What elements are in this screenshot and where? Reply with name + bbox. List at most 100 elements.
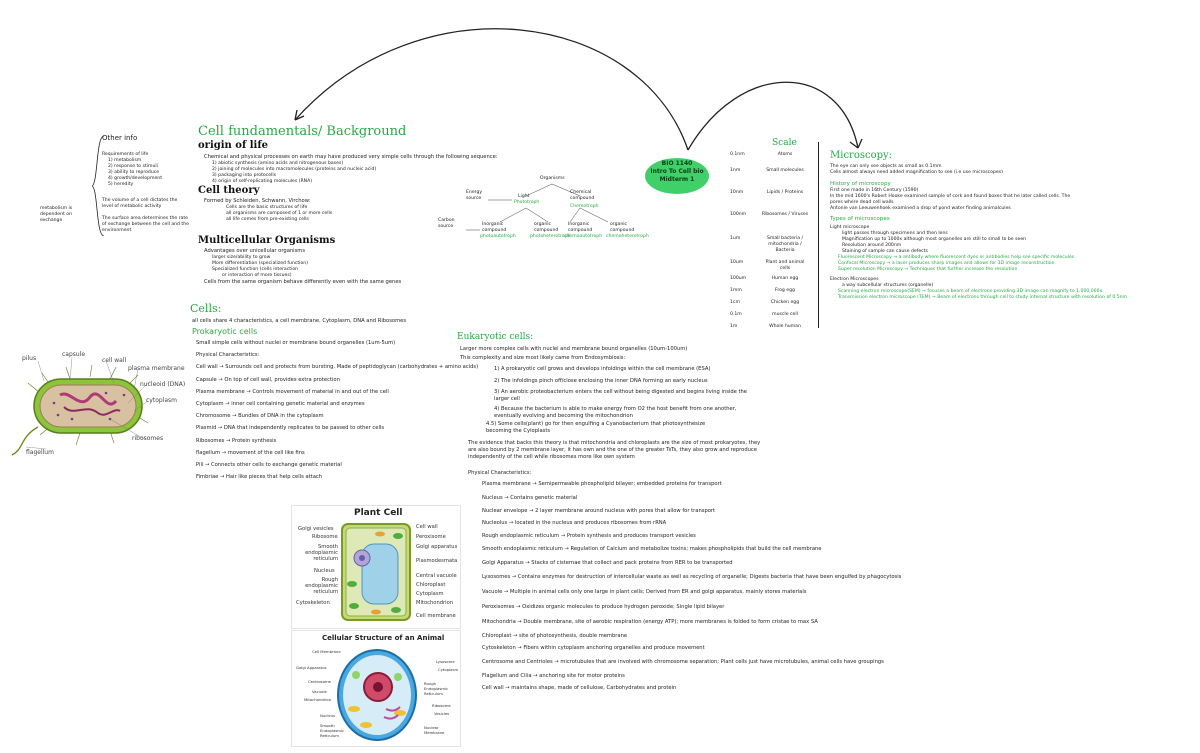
organisms-diagram: Organisms Energy source Carbon source Li… [430,170,660,250]
prok-line: Cell wall → Surrounds cell and protects … [196,364,479,371]
bacteria-illustration [11,356,151,456]
prok-line: Cytoplasm → inner cell containing geneti… [196,401,365,408]
plant-label: Plasmodesmata [416,558,458,564]
leaf-bottom: chemoautotroph [564,234,603,239]
microscopy-heading: Microscopy: [830,150,893,161]
eukaryotic-heading: Eukaryotic cells: [457,332,534,342]
chemical-sub: Chemotroph [570,204,599,209]
euk-line: This complexity and size most likely cam… [460,355,626,361]
multicellular-heading: Multicellular Organisms [198,235,336,246]
plant-label: Rough endoplasmic reticulum [305,577,338,595]
volume-note: The volume of a cell dictates the level … [102,198,178,209]
other-info-item: 4) growth/development [108,176,163,181]
other-info-section: Other info Requirements of life 1) metab… [40,130,190,240]
plant-label: Chloroplast [416,582,446,588]
organelle-line: Nucleus → Contains genetic material [482,495,578,501]
scale-size: 1m [730,324,738,329]
organelle-line: Flagellum and Cilia → anchoring site for… [482,672,625,679]
multi-line: Advantages over unicellular organisms [204,248,306,254]
multi-line: or interaction of more tissues) [222,273,292,278]
organelle-line: Cell wall → maintains shape, made of cel… [482,685,677,691]
title-line-2: Intro To Cell bio [650,168,704,175]
plant-cell-figure: Plant Cell Golgi vesicles Ribosome Smoot… [291,505,461,629]
multi-line: More differentiation (specialized functi… [212,261,308,266]
plant-cell-title: Plant Cell [354,508,403,518]
organelle-line: Centrosome and Centrioles → microtubules… [482,658,884,665]
plant-cell-illustration [341,523,411,621]
prok-line: Small simple cells without nuclei or mem… [196,340,396,346]
animal-label: Mitochondrion [304,697,332,702]
bacteria-label-plasma-membrane: plasma membrane [128,365,185,372]
animal-cell-illustration [337,649,417,741]
scale-item: Chicken egg [770,300,800,305]
other-info-item: 3) ability to reproduce [108,170,160,175]
plant-label: Smooth endoplasmic reticulum [305,544,338,562]
cells-heading: Cells: [190,302,222,315]
euk-line: Larger more complex cells with nuclei an… [460,346,688,352]
theory-line: all life comes from pre-existing cells [226,217,309,222]
bacteria-label-cytoplasm: cytoplasm [146,397,177,404]
light-sub: Phototroph [514,200,540,205]
animal-label: Lysosome [436,659,455,664]
animal-label: Cytoplasm [438,667,459,672]
types-line: Confocal Microscopy → a laser produces s… [838,261,1055,266]
plant-label: Peroxisome [416,534,446,540]
organelle-line: Peroxisomes → Oxidizes organic molecules… [482,603,725,610]
leaf-top: Inorganic compound [568,222,593,233]
side-note: metabolism is dependent on exchange [40,206,73,223]
animal-label: Smooth Endoplasmic Reticulum [320,723,345,738]
title-line-1: BIO 1140 [661,160,693,167]
plant-label: Mitochondrion [416,600,454,606]
types-line: Resolution around 200nm [842,243,902,248]
scale-item: Plant and animal cells [765,260,805,271]
types-line: Light microscope [830,225,870,230]
surface-note: The surface area determines the rate of … [102,216,189,233]
theory-line: Formed by Schleiden, Schwann, Virchow: [204,198,311,204]
scale-size: 0.1nm [730,152,745,157]
bacteria-label-flagellum: flagellum [26,449,54,456]
organelle-list: Plasma membrane → Semipermeable phosphol… [482,477,901,695]
plant-label: Golgi vesicles [298,526,334,532]
prokaryotic-heading: Prokaryotic cells [192,327,258,336]
organelle-line: Mitochondria → Double membrane, site of … [482,618,818,625]
theory-heading: Cell theory [198,185,260,196]
prok-line: Plasmid → DNA that independently replica… [196,425,385,432]
cells-intro: all cells share 4 characteristics, a cel… [192,318,407,324]
physical-heading: Physical Characteristics: [468,470,532,476]
animal-label: Vacuole [312,689,327,694]
scale-item: muscle cell [772,312,798,317]
title-line-3: Midterm 1 [659,176,695,183]
prok-line: Capsule → On top of cell wall, provides … [196,376,340,383]
euk-line: 1) A prokaryotic cell grows and develops… [494,366,711,372]
plant-label: Golgi apparatus [416,544,458,550]
euk-line: 3) An aerobic proteobacterium enters the… [494,389,747,402]
history-line: Antonie van Leeuwenhoek examined a drop … [830,206,1011,211]
scale-size: 1mm [730,288,742,293]
carbon-source-label: Carbon source [438,218,455,229]
multi-line: Cells from the same organism behave diff… [204,279,402,285]
plant-label: Cytoskeleton [296,600,330,606]
leaf-bottom: photoautotroph [480,234,516,239]
leaf-top: organic compound [610,222,635,233]
scale-size: 1um [730,236,741,241]
organelle-line: Chloroplast → site of photosynthesis, do… [482,632,628,639]
organelle-line: Vacuole → Multiple in animal cells only … [482,588,807,595]
scale-heading: Scale [772,138,797,148]
prok-line: Plasma membrane → Controls movement of m… [196,388,389,395]
animal-label: Rough Endoplasmic Reticulum [424,681,449,696]
leaf-bottom: photoheterotroph [530,234,571,239]
organisms-node: Organisms [540,176,565,181]
animal-label: Golgi Apparatus [296,665,327,670]
other-info-item: 1) metabolism [108,158,142,163]
scale-size: 10um [730,260,744,265]
origin-line: Chemical and physical processes on earth… [204,154,498,160]
other-info-item: 5) heredity [108,182,134,187]
leaf-top: organic compound [534,222,559,233]
origin-line: 3) packaging into protocells [212,173,276,178]
micro-intro: Cells almost always need added magnifica… [830,170,1003,175]
scale-size: 0.1m [730,312,742,317]
animal-label: Cell Membrane [312,649,341,654]
other-info-item: Requirements of life [102,152,149,157]
euk-line: 2) The infoldings pinch off/close enclos… [494,378,708,384]
